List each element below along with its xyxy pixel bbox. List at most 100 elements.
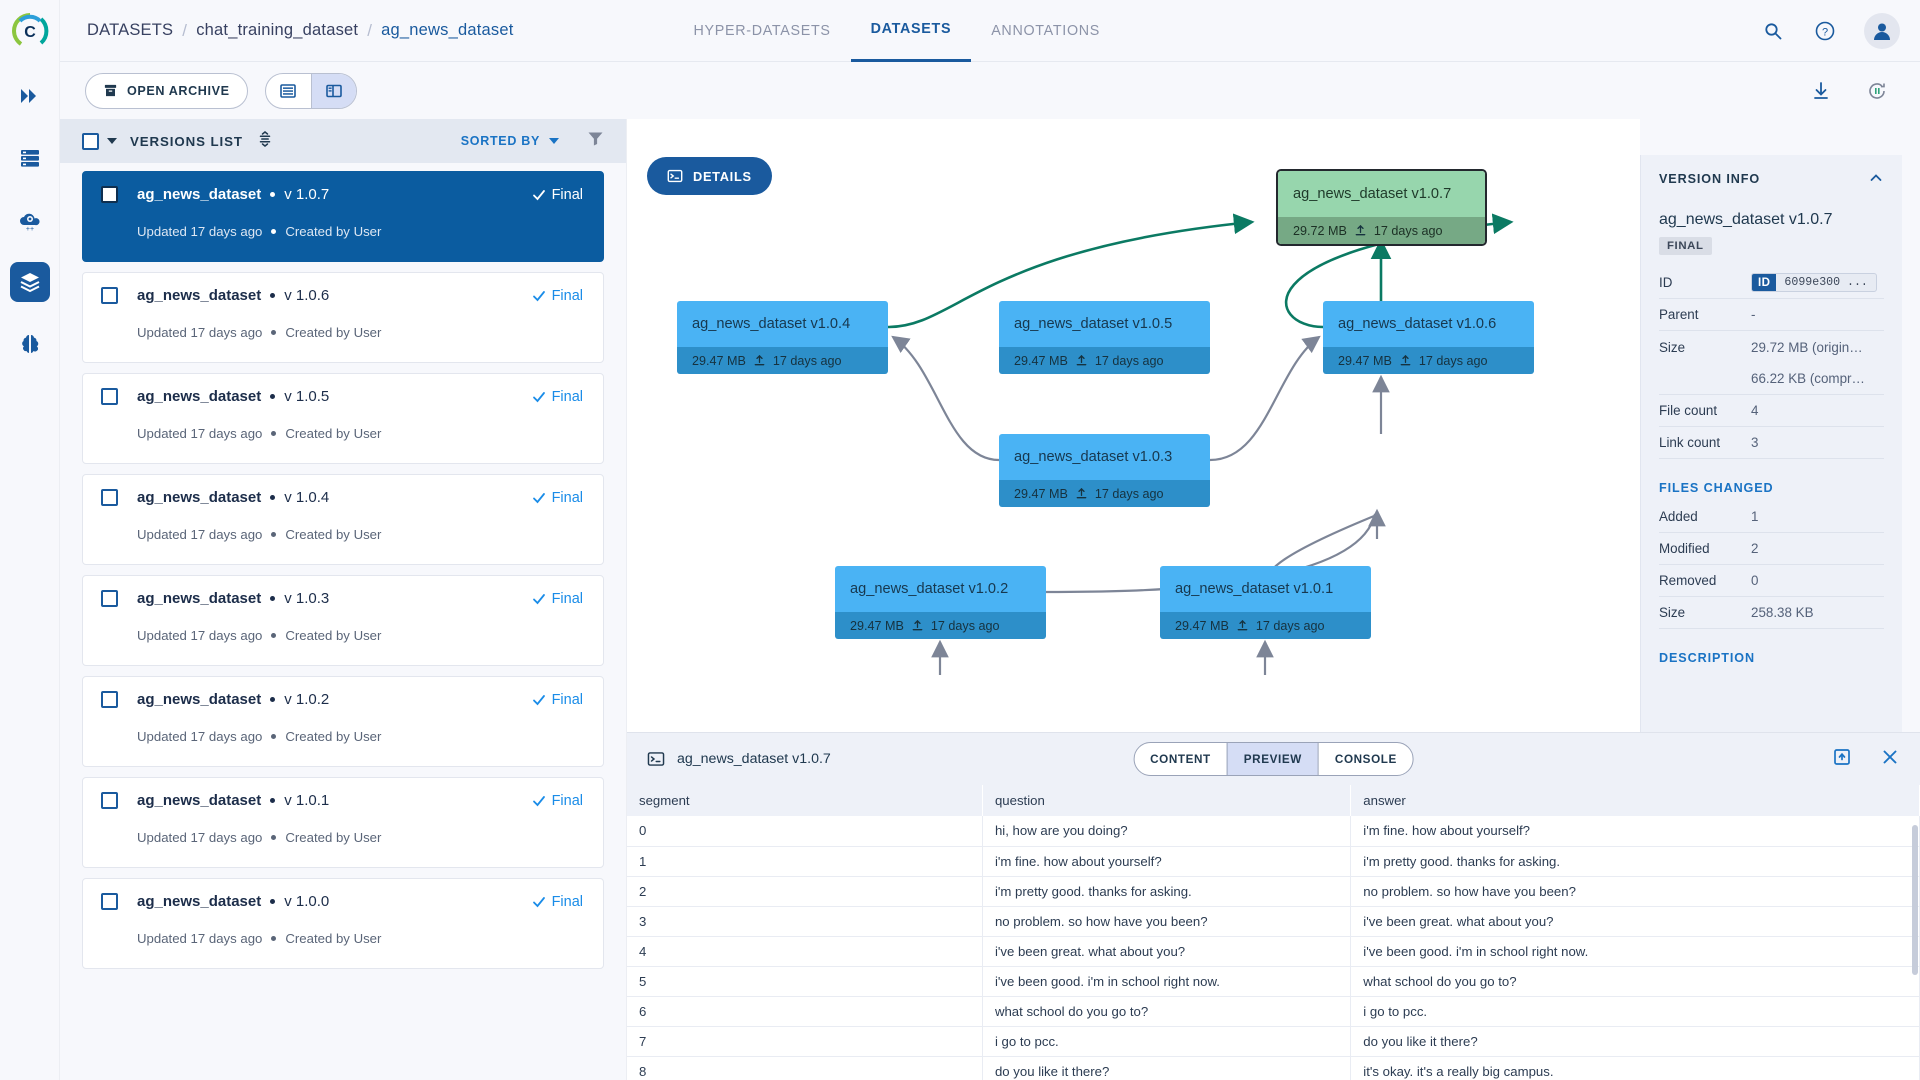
version-item-name: ag_news_dataset [137, 388, 262, 405]
split-view-icon[interactable] [310, 73, 356, 108]
table-view-icon[interactable] [266, 74, 311, 108]
sidebar-item-models[interactable] [10, 324, 50, 364]
breadcrumb-separator: / [182, 20, 188, 40]
sidebar-item-workers[interactable] [10, 138, 50, 178]
version-item-status: Final [532, 894, 583, 910]
tab-annotations[interactable]: ANNOTATIONS [991, 22, 1101, 39]
version-checkbox[interactable] [101, 186, 118, 203]
select-all-checkbox[interactable] [82, 132, 99, 150]
version-checkbox[interactable] [101, 287, 118, 304]
maximize-icon[interactable] [1832, 747, 1852, 772]
separator-dot [271, 330, 277, 335]
version-checkbox[interactable] [101, 792, 118, 809]
tab-datasets[interactable]: DATASETS [850, 0, 972, 62]
info-key: Size [1659, 339, 1686, 355]
sorted-by-dropdown[interactable]: SORTED BY [461, 134, 559, 148]
sidebar-item-datasets[interactable] [9, 262, 50, 302]
breadcrumb-datasets[interactable]: DATASETS [87, 21, 174, 39]
tab-preview[interactable]: PREVIEW [1226, 743, 1318, 775]
chevron-down-icon[interactable] [107, 138, 117, 144]
table-cell-answer: i'm fine. how about yourself? [1350, 816, 1920, 847]
info-key: ID [1659, 275, 1673, 290]
tab-hyper-datasets[interactable]: HYPER-DATASETS [693, 22, 831, 39]
filter-icon[interactable] [587, 130, 604, 152]
version-updated: Updated 17 days ago [137, 224, 263, 239]
download-icon[interactable] [1808, 78, 1834, 104]
status-label: Final [551, 893, 583, 910]
breadcrumb-dataset[interactable]: ag_news_dataset [381, 21, 514, 39]
version-checkbox[interactable] [101, 489, 118, 506]
svg-text:?: ? [1822, 26, 1828, 38]
version-checkbox[interactable] [101, 388, 118, 405]
sort-icon[interactable] [257, 130, 273, 152]
vertical-scrollbar[interactable] [1912, 825, 1918, 975]
details-button[interactable]: DETAILS [647, 157, 772, 195]
separator-dot [271, 734, 277, 739]
version-updated: Updated 17 days ago [137, 527, 263, 542]
help-icon[interactable]: ? [1812, 18, 1838, 44]
version-item-meta: Updated 17 days ago Created by User [137, 224, 583, 239]
files-changed-modified: Modified 2 [1659, 533, 1884, 565]
graph-node-time: 17 days ago [1094, 486, 1164, 501]
table-cell-question: i've been good. i'm in school right now. [982, 966, 1352, 997]
tab-console[interactable]: CONSOLE [1317, 743, 1413, 775]
version-item-name: ag_news_dataset [137, 691, 262, 708]
tab-content[interactable]: CONTENT [1150, 752, 1211, 766]
version-checkbox[interactable] [101, 691, 118, 708]
sidebar-item-autoscalers[interactable]: ++ [10, 200, 50, 240]
info-key: Parent [1659, 307, 1699, 322]
sidebar-item-pipelines[interactable] [10, 76, 50, 116]
close-icon[interactable] [1880, 747, 1900, 772]
column-header-segment[interactable]: segment [627, 785, 983, 816]
table-cell-question: hi, how are you doing? [982, 816, 1352, 847]
preview-header: ag_news_dataset v1.0.7 CONTENT PREVIEW C… [627, 733, 1920, 785]
table-cell-answer: i've been great. what about you? [1350, 906, 1920, 937]
version-checkbox[interactable] [101, 590, 118, 607]
auto-refresh-icon[interactable] [1864, 78, 1890, 104]
info-value: 4 [1751, 403, 1759, 418]
breadcrumb-project[interactable]: chat_training_dataset [196, 21, 359, 39]
open-archive-button[interactable]: OPEN ARCHIVE [85, 72, 248, 109]
search-icon[interactable] [1760, 18, 1786, 44]
column-header-question[interactable]: question [982, 785, 1352, 816]
column-header-answer[interactable]: answer [1350, 785, 1920, 816]
id-tag-label: ID [1752, 274, 1777, 291]
version-checkbox[interactable] [101, 893, 118, 910]
id-chip[interactable]: ID 6099e300 ... [1751, 273, 1877, 292]
version-creator: Created by User [285, 224, 382, 239]
chevron-up-icon[interactable] [1868, 170, 1884, 189]
view-mode-toggle [264, 72, 357, 109]
user-avatar-icon[interactable] [1864, 12, 1900, 49]
clearml-logo-icon[interactable]: C [7, 8, 53, 54]
